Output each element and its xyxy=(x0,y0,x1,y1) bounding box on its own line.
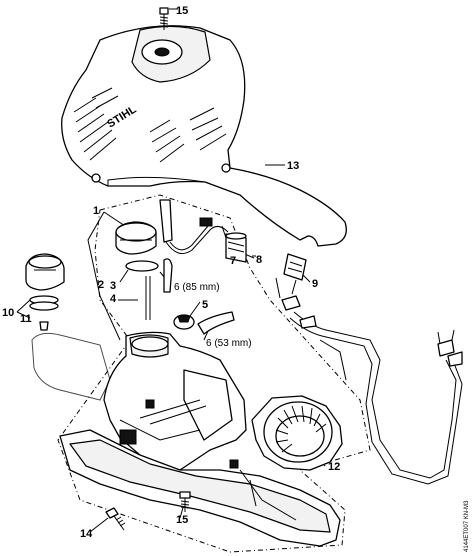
cap-assembly-part-10 xyxy=(25,253,65,291)
tank-cap-part-2 xyxy=(115,221,157,255)
callout-14: 14 xyxy=(80,528,93,540)
fuel-filter-part-8 xyxy=(225,232,247,263)
fan-housing-part-12 xyxy=(251,395,343,471)
retainer-part-11 xyxy=(39,321,49,331)
screw-part-15-top xyxy=(159,7,178,30)
screw-part-14 xyxy=(105,507,126,531)
ignition-cable xyxy=(275,277,463,485)
tank-outline-left xyxy=(31,332,111,401)
callout-6-53mm: 6 (53 mm) xyxy=(206,338,252,349)
callout-15-top: 15 xyxy=(176,5,188,17)
callout-4: 4 xyxy=(110,293,117,305)
fuel-filter-part-9 xyxy=(283,253,307,295)
callout-7: 7 xyxy=(230,255,236,267)
tank-housing xyxy=(103,331,247,471)
valve-part-5 xyxy=(173,314,195,330)
callout-8: 8 xyxy=(256,254,262,266)
fuel-hose-part-7 xyxy=(159,199,229,255)
hose-85mm-part-6 xyxy=(163,258,173,293)
hose-53mm-part-6 xyxy=(197,311,235,335)
callout-9: 9 xyxy=(312,278,318,290)
callout-10: 10 xyxy=(2,307,14,319)
callout-5: 5 xyxy=(202,299,208,311)
callout-15-bottom: 15 xyxy=(176,514,188,526)
callout-6-85mm: 6 (85 mm) xyxy=(174,282,220,293)
handle-housing xyxy=(59,429,341,547)
callout-13: 13 xyxy=(287,160,299,172)
shroud-part-13: STIHL xyxy=(61,25,347,247)
callout-3: 3 xyxy=(110,280,116,292)
callout-1: 1 xyxy=(93,205,99,217)
reference-code: 4144ET007 KN-M3 xyxy=(464,500,470,552)
screw-part-15-bottom xyxy=(179,491,191,512)
hose-part-4 xyxy=(145,276,151,320)
callout-2: 2 xyxy=(98,279,104,291)
seal-part-11 xyxy=(29,301,59,311)
oring-part-3 xyxy=(125,260,159,272)
callout-11: 11 xyxy=(20,313,32,325)
callout-12: 12 xyxy=(328,461,340,473)
